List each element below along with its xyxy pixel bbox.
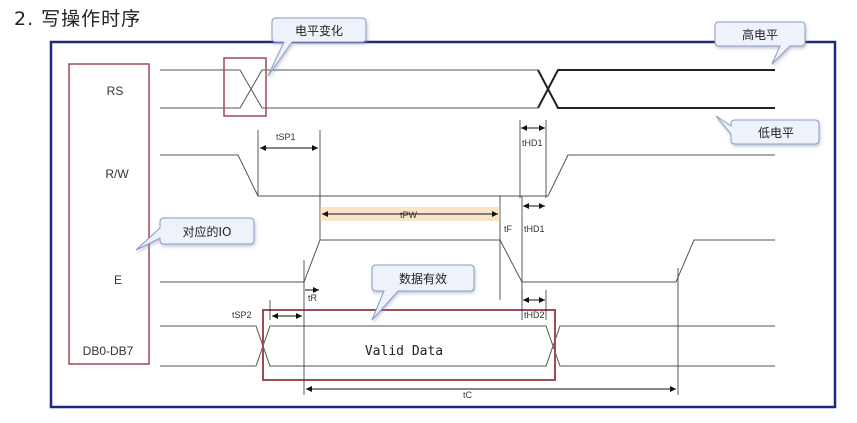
page-title: 2. 写操作时序 (14, 8, 142, 30)
rw-waveform (160, 154, 775, 197)
data-valid-box (262, 309, 556, 381)
e-waveform (160, 239, 775, 283)
signal-label-e: E (114, 273, 122, 287)
thd2-label: tHD2 (524, 310, 545, 320)
signal-label-rs: RS (107, 84, 124, 98)
thd1-top-label: tHD1 (522, 138, 543, 148)
rs-waveform (160, 69, 775, 109)
reference-lines (257, 120, 679, 395)
callout-low-level: 低电平 (715, 115, 820, 145)
tpw-label: tPW (400, 210, 418, 220)
tc-label: tC (463, 390, 473, 400)
callout-level-change: 电平变化 (267, 17, 367, 77)
signal-label-db: DB0-DB7 (83, 344, 134, 358)
tsp1-label: tSP1 (276, 132, 296, 142)
db-waveform (160, 325, 775, 367)
callout-low-level-text: 低电平 (758, 126, 794, 140)
callout-high-level: 高电平 (714, 21, 806, 65)
callout-io-text: 对应的IO (183, 224, 232, 239)
signal-names-box (68, 63, 150, 365)
level-change-box (223, 57, 267, 117)
thd1-bottom-label: tHD1 (524, 224, 545, 234)
callout-data-valid-text: 数据有效 (399, 271, 447, 286)
tsp2-label: tSP2 (232, 310, 252, 320)
callout-high-level-text: 高电平 (742, 27, 778, 42)
callout-level-change-text: 电平变化 (295, 23, 343, 38)
callout-data-valid: 数据有效 (371, 264, 475, 321)
callout-io: 对应的IO (135, 217, 255, 251)
valid-data-label: Valid Data (365, 344, 443, 359)
signal-label-rw: R/W (105, 167, 129, 181)
diagram-frame (49, 40, 837, 409)
tf-label: tF (504, 224, 513, 234)
tr-label: tR (308, 293, 318, 303)
